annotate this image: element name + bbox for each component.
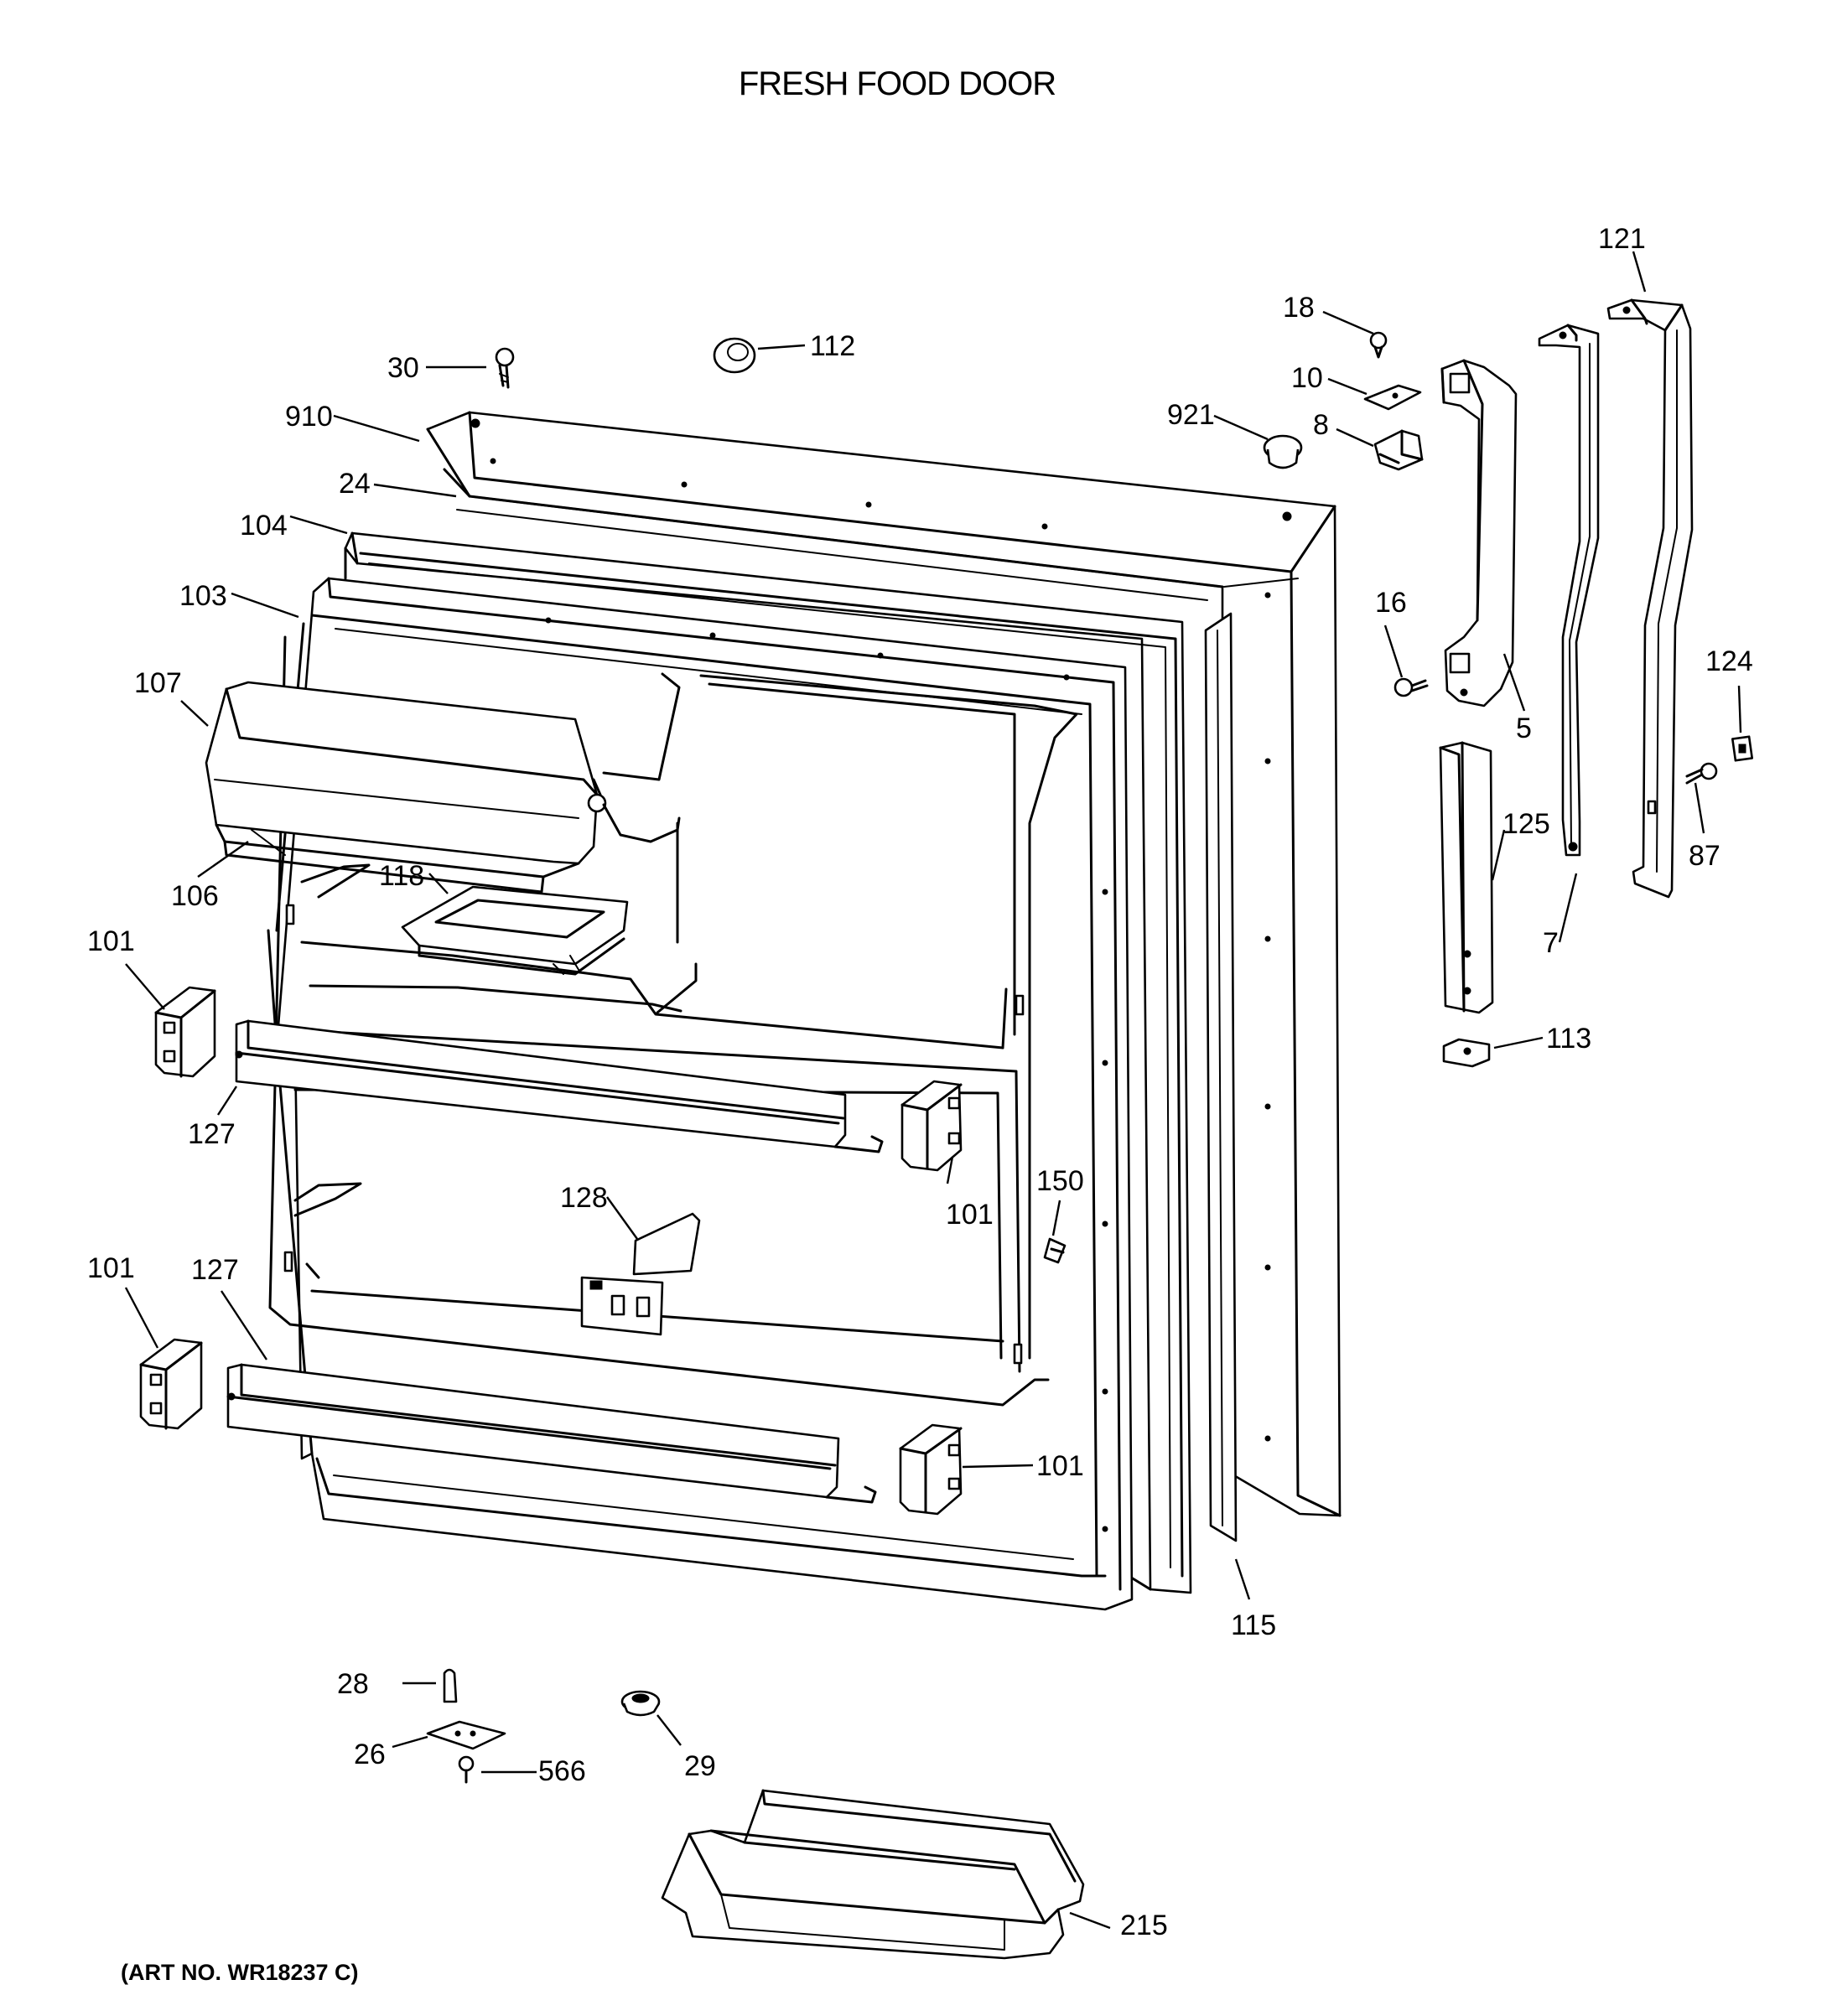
callout-28: 28 (337, 1668, 369, 1700)
callout-103: 103 (179, 580, 227, 612)
screw-566 (458, 1755, 475, 1784)
callout-566: 566 (538, 1755, 586, 1787)
callout-106: 106 (171, 880, 219, 912)
door-bin-215 (661, 1789, 1085, 1960)
egg-tray (401, 885, 629, 976)
diagram-title: FRESH FOOD DOOR (739, 65, 1056, 102)
screw-30 (495, 347, 515, 389)
plug-921 (1263, 434, 1303, 469)
hinge-cap-8 (1373, 429, 1424, 471)
callout-113: 113 (1546, 1023, 1591, 1055)
callout-5: 5 (1516, 713, 1532, 744)
leader-lines (124, 251, 1742, 1930)
callout-215: 215 (1120, 1910, 1168, 1941)
callout-150: 150 (1036, 1165, 1084, 1197)
shelf-bracket-upper-right (900, 1080, 963, 1172)
callout-87: 87 (1689, 840, 1720, 872)
end-cap-113 (1442, 1038, 1491, 1068)
door-gasket (344, 531, 1192, 1594)
cap-29 (620, 1690, 661, 1717)
upper-shelf-bar (235, 1019, 884, 1153)
screw-16 (1393, 677, 1429, 697)
callout-18: 18 (1283, 292, 1315, 324)
shelf-retainer-clip (580, 1212, 701, 1336)
callout-107: 107 (134, 667, 182, 699)
callout-30: 30 (387, 352, 419, 384)
callout-16: 16 (1375, 587, 1407, 619)
screw-87 (1685, 762, 1718, 785)
callout-10: 10 (1291, 362, 1323, 394)
handle-trim-125 (1439, 741, 1494, 1014)
callout-910: 910 (285, 401, 333, 433)
seal-strip (1204, 612, 1238, 1542)
callout-26: 26 (354, 1739, 386, 1770)
shelf-bracket-lower-left (139, 1338, 203, 1430)
shelf-bracket-upper-left (154, 986, 216, 1078)
callout-128: 128 (560, 1182, 608, 1214)
callout-124: 124 (1705, 645, 1753, 677)
callout-121: 121 (1598, 223, 1646, 255)
callout-labels: 30 112 910 24 104 103 107 106 118 101 12… (87, 223, 1753, 1941)
callout-24: 24 (339, 468, 371, 500)
shelf-bracket-lower-right (899, 1423, 963, 1516)
door-handle-5 (1440, 359, 1518, 707)
callout-921: 921 (1167, 399, 1215, 431)
hinge-bar-7 (1538, 324, 1600, 857)
bracket-26 (426, 1720, 506, 1750)
callout-127-lower: 127 (191, 1254, 239, 1286)
callout-7: 7 (1543, 927, 1559, 959)
hinge-bar-121 (1606, 298, 1694, 899)
callout-8: 8 (1313, 409, 1329, 441)
hinge-plate-10 (1363, 384, 1422, 411)
callout-101-upper-right: 101 (946, 1199, 994, 1231)
screw-18 (1369, 331, 1388, 359)
callout-101-upper-left: 101 (87, 925, 135, 957)
shim-124 (1731, 735, 1754, 762)
callout-101-lower-right: 101 (1036, 1450, 1084, 1482)
cam-28 (443, 1668, 458, 1703)
outer-door-panel (426, 411, 1342, 1517)
art-number: (ART NO. WR18237 C) (121, 1960, 359, 1985)
screw-150 (1043, 1237, 1067, 1264)
callout-101-lower-left: 101 (87, 1252, 135, 1284)
callout-127-upper: 127 (188, 1118, 236, 1150)
callout-104: 104 (240, 510, 288, 542)
plug-112 (713, 337, 756, 374)
callout-118: 118 (379, 860, 424, 892)
callout-112: 112 (810, 330, 855, 362)
callout-115: 115 (1231, 1609, 1276, 1641)
dairy-compartment-bin (205, 672, 681, 894)
lower-shelf-bar (226, 1363, 877, 1504)
callout-29: 29 (684, 1750, 716, 1782)
callout-125: 125 (1502, 808, 1550, 840)
